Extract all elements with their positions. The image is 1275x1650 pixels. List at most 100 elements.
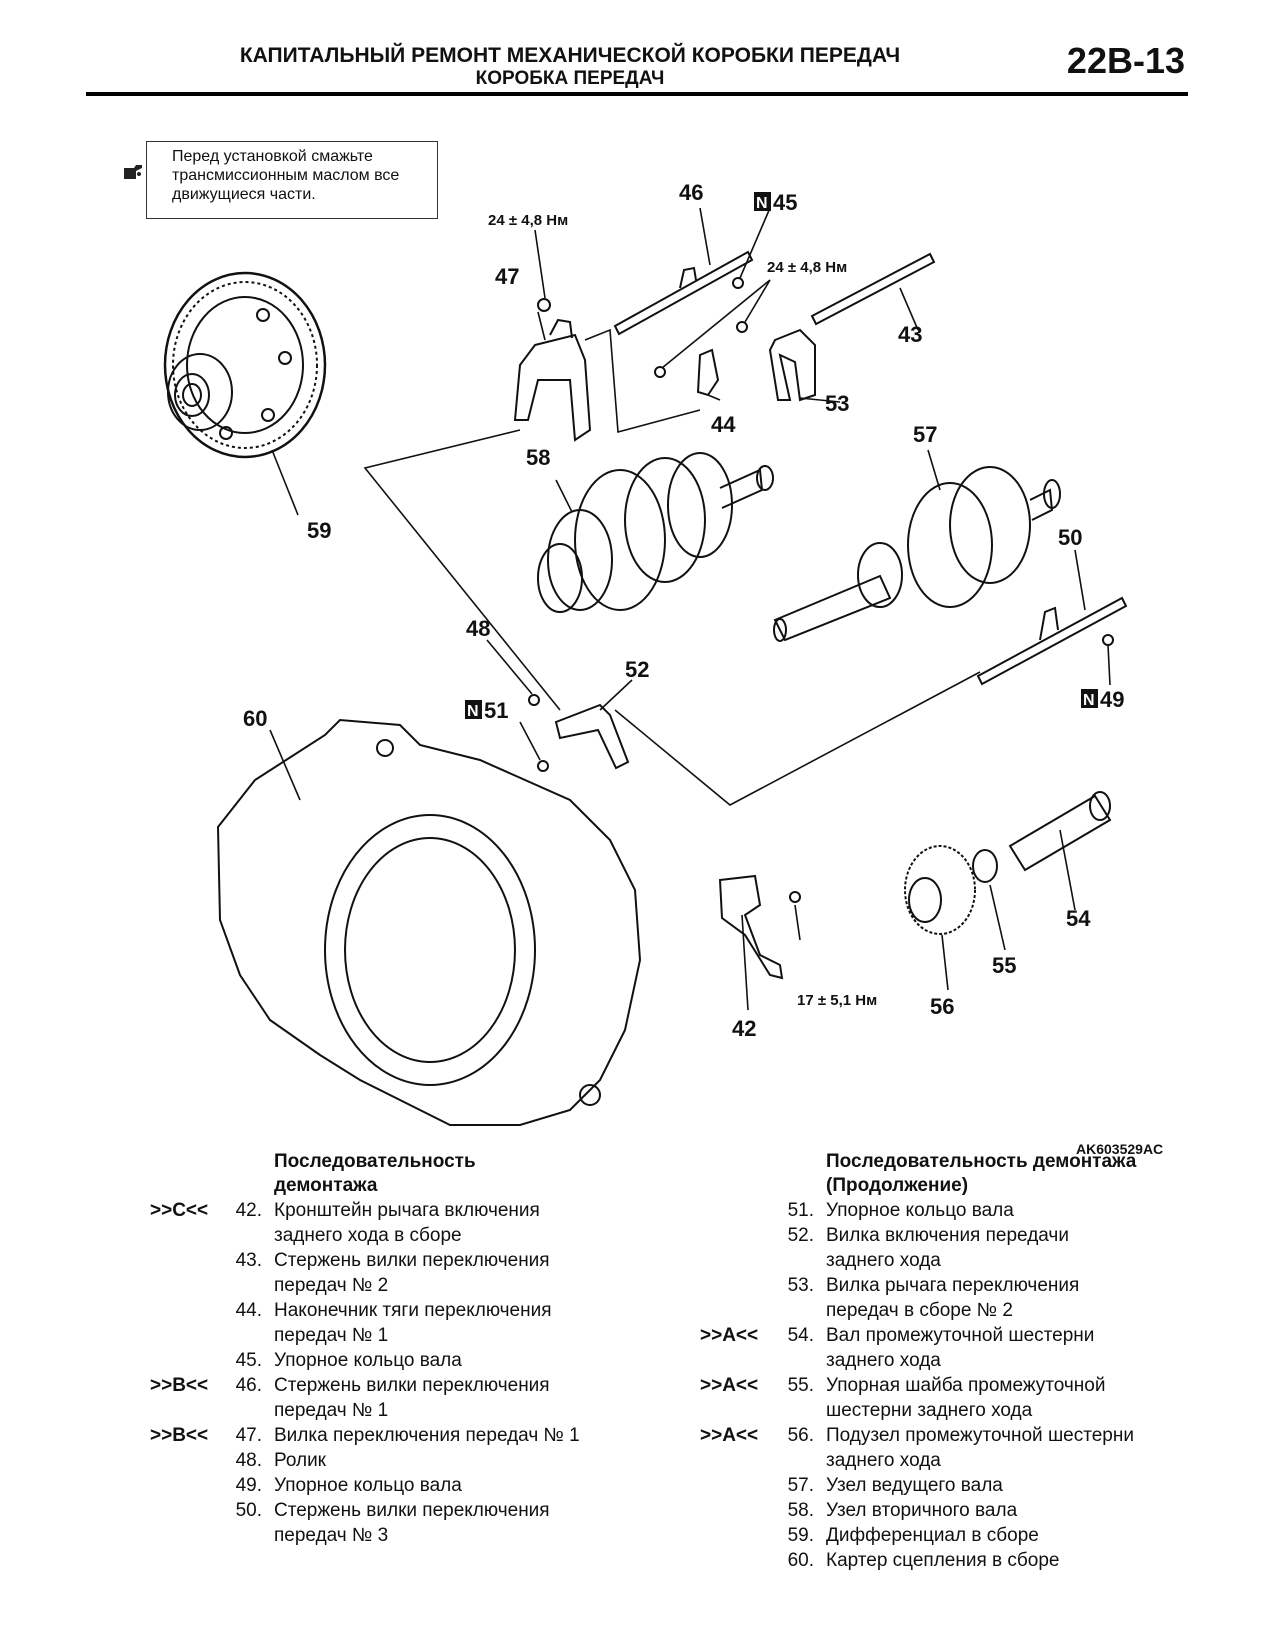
idler-shaft-drawing	[1008, 791, 1112, 872]
callout-42: 42	[732, 1016, 756, 1041]
legend-heading-line: демонтажа	[274, 1175, 378, 1196]
legend-item-number: 53.	[787, 1275, 814, 1296]
legend-item-mark: >>B<<	[150, 1375, 209, 1396]
shift-rod-end-drawing	[696, 348, 720, 397]
legend-item-number: 55.	[787, 1375, 814, 1396]
callout-52: 52	[625, 657, 649, 682]
legend-item: 59.Дифференциал в сборе	[700, 1523, 1180, 1548]
legend-item-text: заднего хода	[826, 1350, 941, 1371]
legend-item-number: 42.	[235, 1200, 262, 1221]
legend-item-text: Упорное кольцо вала	[274, 1350, 462, 1371]
legend-item-number: 44.	[235, 1300, 262, 1321]
n-badge: N	[756, 195, 768, 212]
legend-item-text: Вилка переключения передач № 1	[274, 1425, 580, 1446]
callout-59: 59	[307, 518, 331, 543]
legend-item: >>C<< 42. Кронштейн рычага включения заднег…	[150, 1198, 630, 1248]
legend-item-text: передач № 2	[274, 1275, 389, 1296]
legend-item-number: 49.	[235, 1475, 262, 1496]
legend-item-number: 43.	[235, 1250, 262, 1271]
legend-item-text: Ролик	[274, 1450, 326, 1471]
legend-item-text: Подузел промежуточной шестерни	[826, 1425, 1134, 1446]
shift-fork-2-drawing	[768, 328, 816, 402]
torque-label-3: 17 ± 5,1 Нм	[797, 992, 877, 1009]
legend-item-number: 52.	[787, 1225, 814, 1246]
callout-50: 50	[1058, 525, 1082, 550]
legend-item: 53. Вилка рычага переключения передач в сб…	[700, 1273, 1180, 1323]
legend-item-mark: >>B<<	[150, 1425, 209, 1446]
legend-item-text: передач № 1	[274, 1400, 389, 1421]
legend-item-text: Узел вторичного вала	[826, 1500, 1018, 1521]
oil-can-icon	[124, 165, 142, 179]
differential-assembly-drawing	[163, 271, 327, 459]
callout-55: 55	[992, 953, 1016, 978]
legend-item-text: Вилка включения передачи	[826, 1225, 1069, 1246]
legend-item-number: 57.	[787, 1475, 814, 1496]
legend-heading-line: Последовательность демонтажа	[826, 1151, 1137, 1172]
legend-left: Последовательность демонтажа >>C<< 42. Кро…	[150, 1150, 630, 1548]
legend-item-number: 48.	[235, 1450, 262, 1471]
reverse-fork-drawing	[554, 703, 630, 770]
legend-item-number: 51.	[787, 1200, 814, 1221]
legend-right: Последовательность демонтажа (Продолжени…	[700, 1150, 1180, 1573]
callout-45-group: N 45	[754, 190, 797, 215]
legend-item-text: Стержень вилки переключения	[274, 1375, 550, 1396]
legend-item: 58. Узел вторичного вала	[700, 1498, 1180, 1523]
lubrication-note-box	[146, 141, 438, 219]
legend-item-number: 58.	[787, 1500, 814, 1521]
callout-57: 57	[913, 422, 937, 447]
callout-46: 46	[679, 180, 703, 205]
legend-item-text: Упорная шайба промежуточной	[826, 1375, 1106, 1396]
legend-item: 60.Картер сцепления в сборе	[700, 1548, 1180, 1573]
legend-item-text: передач в сборе № 2	[826, 1300, 1013, 1321]
figure-code: AK603529AC	[1076, 1141, 1164, 1157]
legend-item-text: Наконечник тяги переключения	[274, 1300, 552, 1321]
legend-item-mark: >>A<<	[700, 1325, 759, 1346]
legend-right-heading: Последовательность демонтажа (Продолжени…	[826, 1150, 1180, 1198]
legend-item-mark: >>C<<	[150, 1200, 209, 1221]
page-subtitle: КОРОБКА ПЕРЕДАЧ	[475, 68, 665, 89]
callout-51: 51	[484, 698, 508, 723]
legend-item-number: 60.	[787, 1550, 814, 1571]
page-number: 22B-13	[1066, 40, 1185, 81]
legend-item-mark: >>A<<	[700, 1425, 759, 1446]
shift-rod-1-drawing	[613, 250, 754, 336]
legend-item-text: передач № 1	[274, 1325, 389, 1346]
exploded-view-diagram: 46 47 43 44 53 57 58 59 50 48 52 60 54 5…	[163, 180, 1128, 1126]
note-line: движущиеся части.	[172, 186, 316, 203]
legend-item-text: Дифференциал в сборе	[826, 1525, 1039, 1546]
legend-item-text: Кронштейн рычага включения	[274, 1200, 540, 1221]
clutch-housing-drawing	[216, 718, 642, 1126]
legend-item-text: Вал промежуточной шестерни	[826, 1325, 1095, 1346]
legend-item: >>B<<47.Вилка переключения передач № 1	[150, 1423, 630, 1448]
lubrication-note-text: Перед установкой смажьте трансмиссионным…	[172, 147, 442, 204]
legend-item: 51.Упорное кольцо вала	[700, 1198, 1180, 1223]
legend-item-number: 50.	[235, 1500, 262, 1521]
legend-left-items: >>C<< 42. Кронштейн рычага включения заднег…	[150, 1198, 630, 1548]
legend-item-text: Вилка рычага переключения	[826, 1275, 1080, 1296]
torque-label-1: 24 ± 4,8 Нм	[488, 212, 568, 229]
legend-item-text: заднего хода	[826, 1250, 941, 1271]
note-line: трансмиссионным маслом все	[172, 167, 400, 184]
n-badge: N	[1083, 692, 1095, 709]
callout-49-group: N 49	[1081, 687, 1124, 712]
legend-heading-line: Последовательность	[274, 1151, 476, 1172]
legend-left-heading: Последовательность демонтажа	[274, 1150, 630, 1198]
legend-item-text: Упорное кольцо вала	[274, 1475, 462, 1496]
callout-43: 43	[898, 322, 922, 347]
reverse-lever-bracket-drawing	[718, 874, 784, 980]
callout-47: 47	[495, 264, 519, 289]
legend-heading-line: (Продолжение)	[826, 1175, 969, 1196]
legend-item-mark: >>A<<	[700, 1375, 759, 1396]
legend-item: 52. Вилка включения передачи заднего хода	[700, 1223, 1180, 1273]
callout-44: 44	[711, 412, 736, 437]
callout-58: 58	[526, 445, 550, 470]
legend-item: 57.Узел ведущего вала	[700, 1473, 1180, 1498]
legend-item-text: заднего хода в сборе	[274, 1225, 462, 1246]
